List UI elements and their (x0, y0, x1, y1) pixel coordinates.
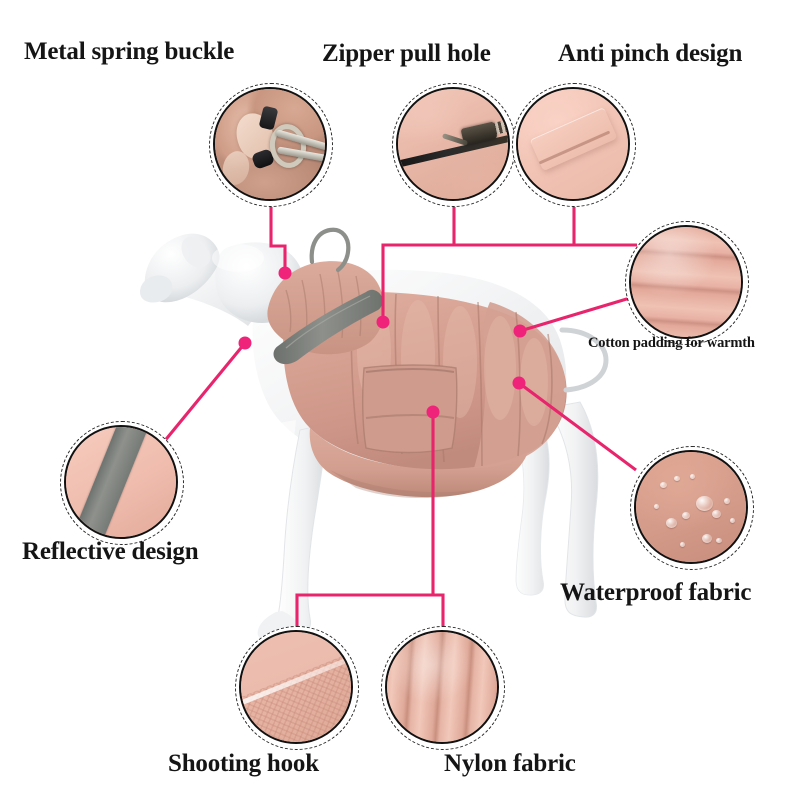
callout-dot-reflective-design (238, 336, 252, 350)
label-cotton-padding: Cotton padding for warmth (588, 335, 755, 351)
detail-circle-border-anti-pinch-design (516, 87, 630, 201)
detail-circle-cotton-padding[interactable] (625, 221, 749, 345)
label-metal-spring-buckle: Metal spring buckle (24, 38, 235, 65)
detail-image-zipper-pull-hole (398, 89, 508, 199)
detail-circle-anti-pinch-design[interactable] (512, 83, 636, 207)
detail-circle-shooting-hook[interactable] (235, 626, 359, 750)
detail-circle-border-zipper-pull-hole (396, 87, 510, 201)
detail-image-waterproof-fabric (636, 452, 746, 562)
detail-circle-border-metal-spring-buckle (213, 87, 327, 201)
detail-circle-metal-spring-buckle[interactable] (209, 83, 333, 207)
detail-image-anti-pinch-design (518, 89, 628, 199)
detail-circle-nylon-fabric[interactable] (381, 626, 505, 750)
callout-dot-zipper-pull-hole (376, 315, 390, 329)
callout-dot-waterproof-fabric (512, 376, 526, 390)
detail-image-cotton-padding (631, 227, 741, 337)
label-zipper-pull-hole: Zipper pull hole (322, 40, 491, 67)
dog-coat (267, 227, 609, 498)
label-reflective-design: Reflective design (22, 538, 199, 565)
detail-circle-reflective-design[interactable] (60, 421, 184, 545)
callout-dot-bottom-features (426, 405, 440, 419)
detail-image-reflective-design (66, 427, 176, 537)
label-nylon-fabric: Nylon fabric (444, 750, 576, 777)
detail-image-nylon-fabric (387, 632, 497, 742)
detail-circle-border-waterproof-fabric (634, 450, 748, 564)
label-anti-pinch-design: Anti pinch design (558, 40, 743, 67)
label-shooting-hook: Shooting hook (168, 750, 319, 777)
detail-image-shooting-hook (241, 632, 351, 742)
callout-dot-metal-spring-buckle (278, 266, 292, 280)
detail-image-metal-spring-buckle (215, 89, 325, 199)
label-waterproof-fabric: Waterproof fabric (560, 579, 752, 606)
detail-circle-border-shooting-hook (239, 630, 353, 744)
detail-circle-waterproof-fabric[interactable] (630, 446, 754, 570)
detail-circle-border-nylon-fabric (385, 630, 499, 744)
detail-circle-zipper-pull-hole[interactable] (392, 83, 516, 207)
detail-circle-border-cotton-padding (629, 225, 743, 339)
detail-circle-border-reflective-design (64, 425, 178, 539)
callout-dot-anti-pinch-design (513, 324, 527, 338)
